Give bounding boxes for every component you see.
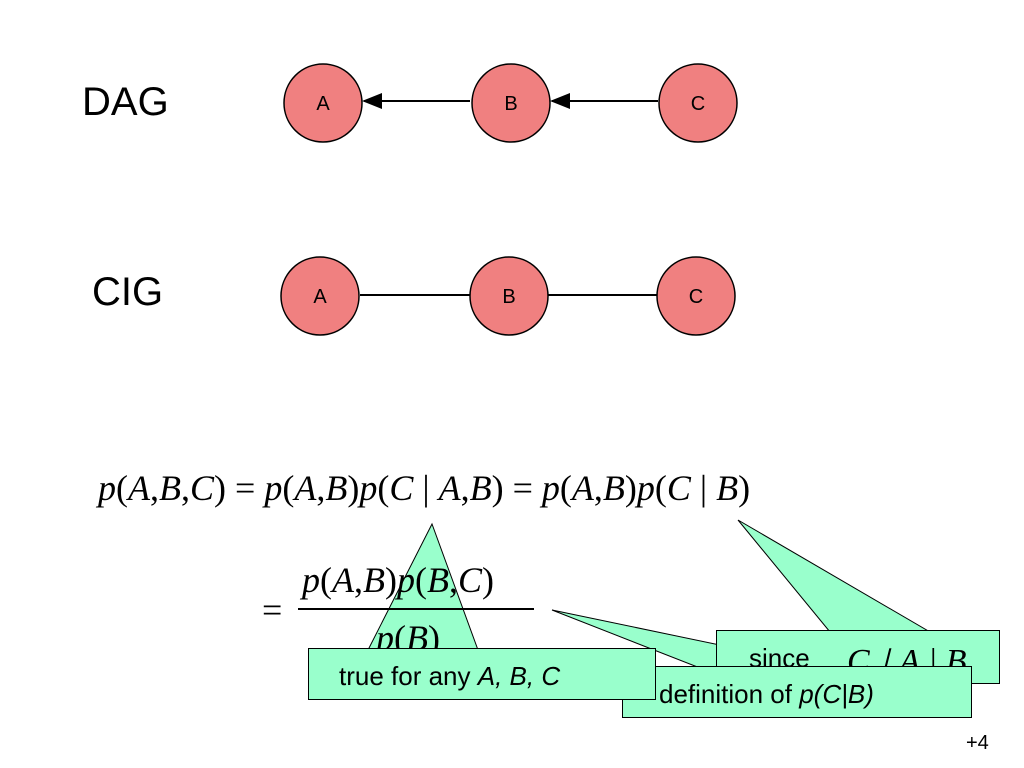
svg-text:B: B [504, 93, 517, 115]
callout-definition-math: p(C|B) [799, 679, 874, 709]
fraction-numerator: p(A,B)p(B,C) [302, 560, 495, 600]
dag-node-c: C [658, 63, 738, 143]
dag-node-a: A [283, 63, 363, 143]
svg-text:C: C [689, 286, 703, 308]
svg-text:A: A [313, 286, 327, 308]
svg-text:A: A [316, 93, 330, 115]
svg-text:C: C [691, 93, 705, 115]
fraction-equals-sign: = [262, 590, 283, 630]
callout-since-tail [737, 519, 932, 633]
joint-factorization-equation: p(A,B,C) = p(A,B)p(C | A,B) = p(A,B)p(C … [98, 468, 751, 508]
fraction-denominator: p(B) [376, 618, 440, 658]
callout-definition: definition of p(C|B) [622, 666, 972, 718]
fraction-bar [298, 608, 534, 610]
callout-true-math: A, B, C [477, 661, 561, 691]
callout-true-for-any: true for any A, B, C [308, 648, 656, 700]
svg-text:B: B [502, 286, 515, 308]
page-number: +4 [966, 732, 989, 754]
cig-node-c: C [656, 256, 736, 336]
callout-definition-text: definition of [659, 679, 792, 709]
dag-label: DAG [82, 80, 169, 124]
cig-node-b: B [469, 256, 549, 336]
callout-true-text: true for any [339, 661, 471, 691]
cig-label: CIG [92, 270, 164, 314]
dag-node-b: B [471, 63, 551, 143]
cig-node-a: A [280, 256, 360, 336]
